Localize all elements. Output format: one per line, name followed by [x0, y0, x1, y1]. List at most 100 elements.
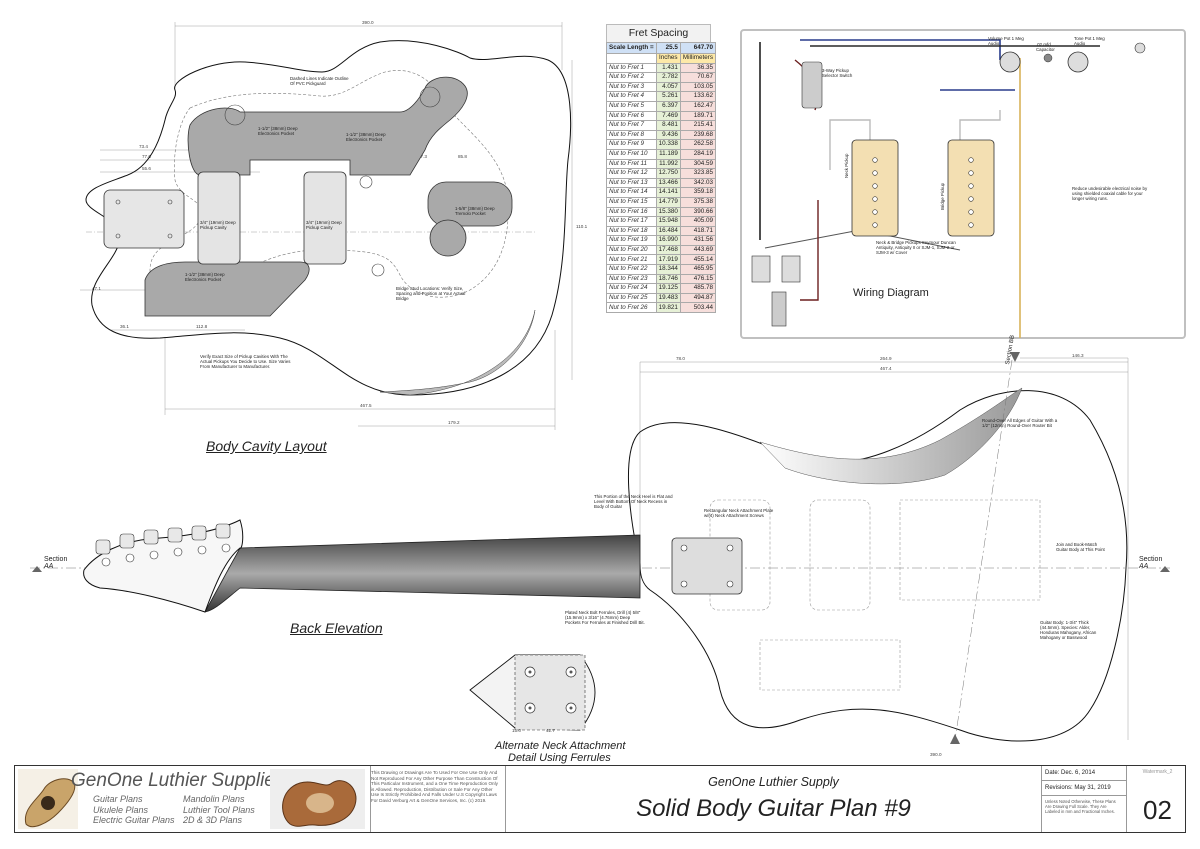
scale-length-mm: 647.70: [679, 42, 716, 54]
fret-row-mm: 476.15: [679, 273, 716, 285]
back-note-join: Join and Book-Match Guitar Body at This …: [1056, 542, 1105, 552]
link-electric-guitar-plans[interactable]: Electric Guitar Plans: [93, 815, 175, 825]
link-luthier-tool-plans[interactable]: Luthier Tool Plans: [183, 804, 255, 815]
link-guitar-plans[interactable]: Guitar Plans: [93, 794, 143, 804]
wiring-note-selector: 3-Way Pickup Selector Switch: [822, 68, 853, 78]
fret-row-inches: 6.397: [655, 100, 681, 112]
links-left: Guitar Plans Ukulele Plans Electric Guit…: [93, 794, 175, 826]
svg-text:55.6: 55.6: [142, 166, 151, 171]
fret-row-mm: 455.14: [679, 254, 716, 266]
fret-row-label: Nut to Fret 21: [606, 254, 657, 266]
back-note-plate: Rectangular Neck Attachment Plate w/(4) …: [704, 508, 774, 518]
fret-row-inches: 19.483: [655, 292, 681, 304]
wiring-diagram: [740, 29, 1186, 339]
back-note-ferrules: Plated Neck Bolt Ferrules, Drill (4) 5/8…: [565, 610, 645, 625]
fret-row-label: Nut to Fret 25: [606, 292, 657, 304]
cavity-note-bridge: Bridge Stud Locations: Verify Size, Spac…: [396, 286, 466, 301]
fret-table-title: Fret Spacing: [606, 24, 711, 42]
fret-row-inches: 1.431: [655, 62, 681, 74]
back-elevation-drawing: 78.0 264.9 467.4 146.3 390.0: [30, 352, 1170, 757]
fret-row-label: Nut to Fret 24: [606, 283, 657, 294]
back-elevation-title: Back Elevation: [290, 620, 383, 636]
fret-row-label: Nut to Fret 9: [606, 139, 657, 150]
section-aa-left: Section: [44, 556, 68, 563]
sheet-box: Watermark_2 02: [1126, 766, 1188, 832]
fret-row-mm: 284.19: [679, 148, 716, 160]
fret-row-mm: 215.41: [679, 120, 716, 131]
fret-header-in: Inches: [655, 53, 681, 64]
fret-row-inches: 4.057: [655, 81, 681, 93]
wiring-note-tone: Tone Pot 1 Meg Audio: [1074, 36, 1105, 46]
fret-row-inches: 10.338: [655, 139, 681, 150]
wiring-title: Wiring Diagram: [853, 287, 929, 299]
fret-row-label: Nut to Fret 19: [606, 235, 657, 246]
units-note: Unless Noted Otherwise, These Plans Are …: [1045, 799, 1116, 814]
fret-row-label: Nut to Fret 16: [606, 206, 657, 218]
fret-row-label: Nut to Fret 13: [606, 177, 657, 189]
title-block: GenOne Luthier Supplies Guitar Plans Uku…: [14, 765, 1186, 833]
fret-row-mm: 431.56: [679, 235, 716, 246]
fret-row-inches: 17.919: [655, 254, 681, 266]
fret-row-mm: 323.85: [679, 168, 716, 179]
company-name: GenOne Luthier Supply: [708, 775, 839, 789]
svg-text:78.0: 78.0: [676, 356, 685, 361]
fret-row-mm: 70.67: [679, 72, 716, 83]
fret-row-mm: 162.47: [679, 100, 716, 112]
fret-row-inches: 8.481: [655, 120, 681, 131]
svg-text:112.8: 112.8: [196, 324, 208, 329]
title-center: GenOne Luthier Supply Solid Body Guitar …: [505, 766, 1042, 832]
fret-row-inches: 2.782: [655, 72, 681, 83]
plan-revision: Revisions: May 31, 2019: [1041, 781, 1126, 796]
fret-row-label: Nut to Fret 26: [606, 302, 657, 314]
fret-row-mm: 239.68: [679, 129, 716, 141]
body-cavity-title: Body Cavity Layout: [206, 438, 327, 454]
svg-text:264.9: 264.9: [880, 356, 892, 361]
section-aa-left-sub: AA: [44, 563, 54, 570]
link-mandolin-plans[interactable]: Mandolin Plans: [183, 794, 245, 804]
section-aa-right-label: Section AA: [1139, 556, 1162, 570]
svg-text:110.1: 110.1: [576, 224, 588, 229]
fret-row-inches: 14.779: [655, 196, 681, 208]
fret-row-inches: 14.141: [655, 187, 681, 198]
alt-neck-title: Alternate Neck Attachment: [495, 740, 626, 752]
fret-row-mm: 443.69: [679, 244, 716, 256]
link-2d-3d-plans[interactable]: 2D & 3D Plans: [183, 815, 243, 825]
fret-row-mm: 359.18: [679, 187, 716, 198]
back-note-heel: This Portion of the Neck Heel is Flat an…: [594, 494, 673, 509]
fret-row-inches: 19.125: [655, 283, 681, 294]
fret-row-inches: 11.992: [655, 158, 681, 170]
svg-text:146.3: 146.3: [1072, 353, 1084, 358]
cavity-note-pickup2: 3/4" (19mm) Deep Pickup Cavity: [306, 220, 342, 230]
alt-neck-subtitle: Detail Using Ferrules: [508, 752, 611, 764]
fret-row-mm: 405.09: [679, 216, 716, 227]
guitar-body-photo: [270, 769, 365, 829]
brand-name: GenOne Luthier Supplies: [71, 770, 285, 791]
fret-row-inches: 7.469: [655, 110, 681, 122]
cavity-note-elec1: 1-1/2" (38mm) Deep Electronics Pocket: [258, 126, 298, 136]
fret-spacing-table: Fret Spacing Scale Length = 25.5 647.70 …: [606, 24, 716, 314]
fret-row-inches: 11.189: [655, 148, 681, 160]
cavity-note-verify: Verify Exact Size of Pickup Cavities Wit…: [200, 354, 291, 369]
fret-row-label: Nut to Fret 8: [606, 129, 657, 141]
link-ukulele-plans[interactable]: Ukulele Plans: [93, 804, 149, 815]
fret-row-inches: 12.750: [655, 168, 681, 179]
cavity-note-elec3: 1-1/2" (38mm) Deep Electronics Pocket: [185, 272, 225, 282]
cavity-note-tremolo: 1-5/8" (38mm) Deep Tremolo Pocket: [455, 206, 495, 216]
back-note-roundover: Round-Over All Edges of Guitar With a 1/…: [982, 418, 1058, 428]
fret-row-inches: 13.466: [655, 177, 681, 189]
